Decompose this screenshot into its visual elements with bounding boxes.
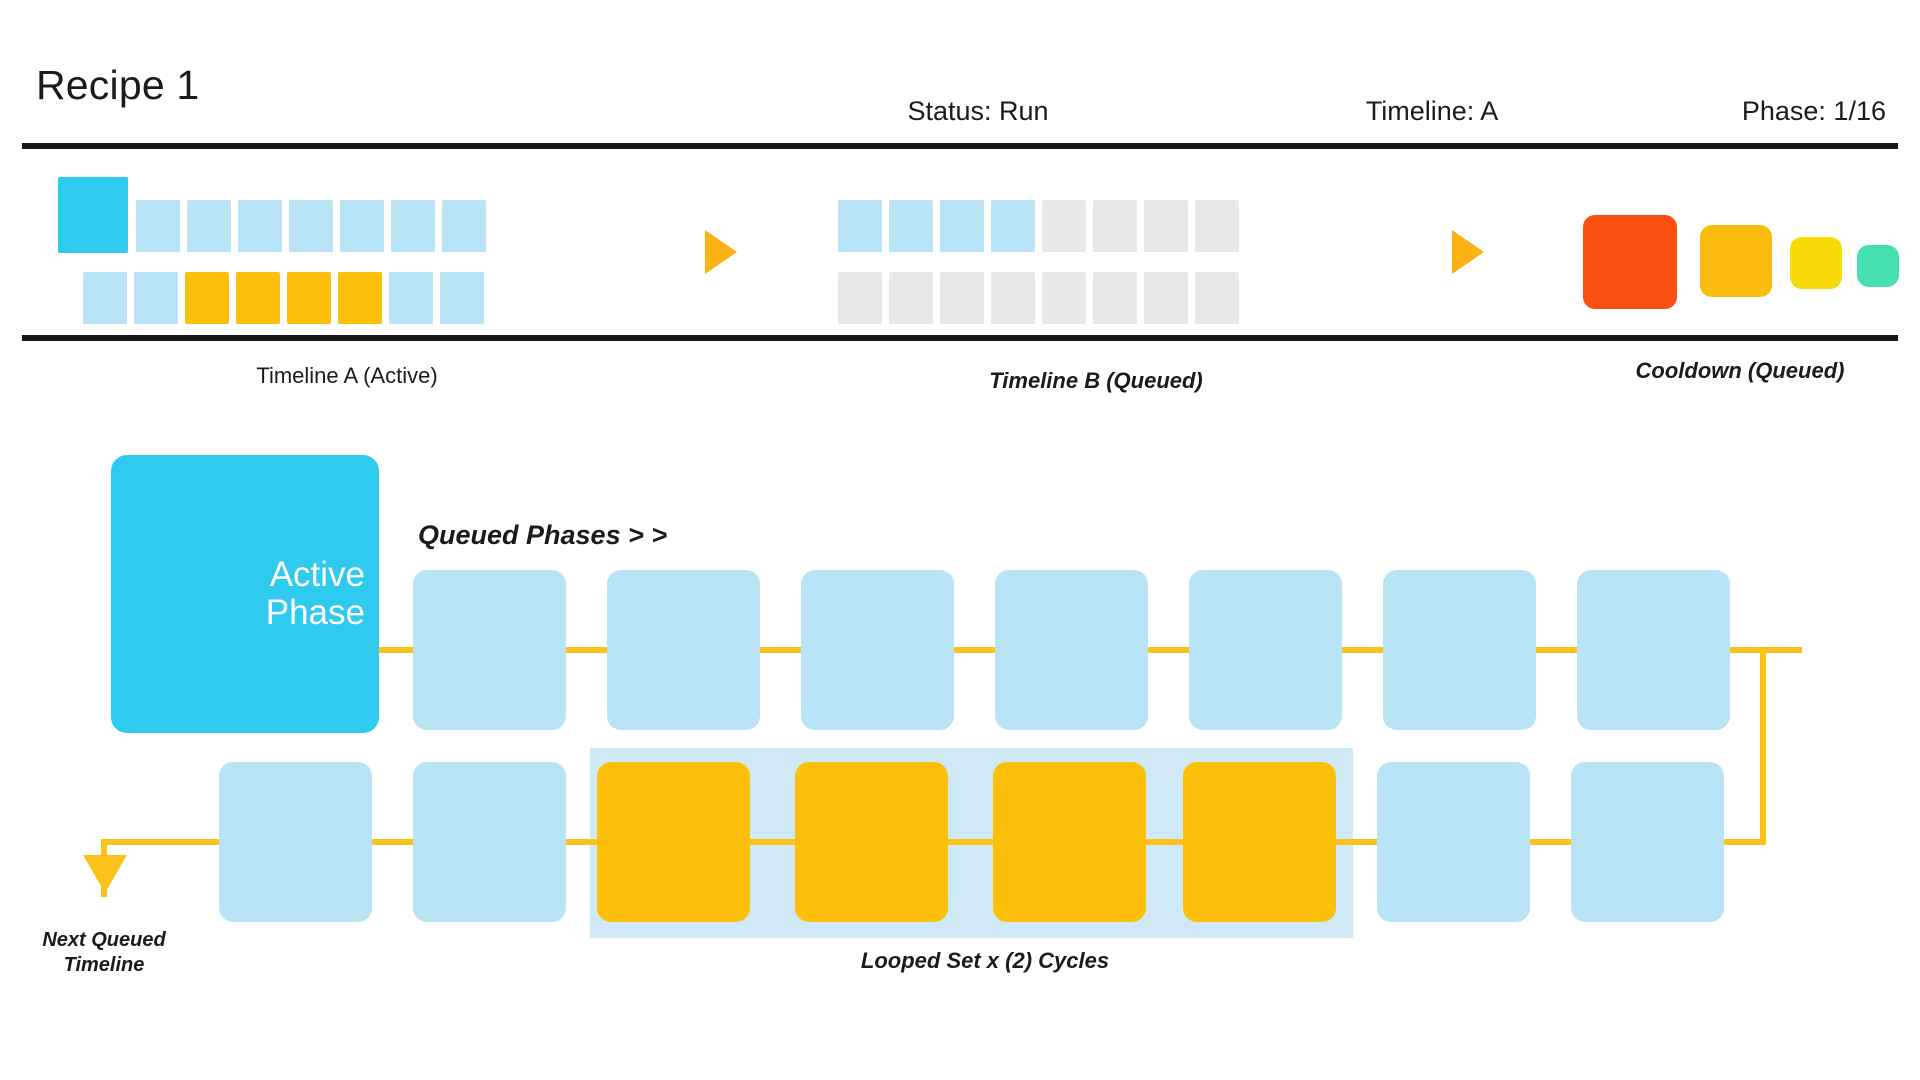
looped-phase-box-6[interactable]	[1183, 762, 1336, 922]
mini-cell-timeline-b-r1-8[interactable]	[1195, 200, 1239, 252]
connector-wrap-left	[1724, 839, 1766, 845]
mini-cell-timeline-a-r2-1[interactable]	[83, 272, 127, 324]
mini-cell-timeline-b-r2-7[interactable]	[1144, 272, 1188, 324]
queued-phase-box-bottom-8[interactable]	[1571, 762, 1724, 922]
page-title: Recipe 1	[36, 62, 200, 108]
cooldown-block-cool[interactable]	[1790, 237, 1842, 289]
mini-cell-timeline-b-r2-8[interactable]	[1195, 272, 1239, 324]
strip-label-timeline-a: Timeline A (Active)	[256, 363, 438, 388]
connector-segment	[566, 839, 597, 845]
mini-cell-timeline-a-r1-1[interactable]	[58, 177, 128, 253]
next-queued-timeline-line2: Timeline	[63, 954, 145, 976]
connector-segment	[372, 839, 413, 845]
queued-phase-box-bottom-7[interactable]	[1377, 762, 1530, 922]
queued-phase-box-top-1[interactable]	[413, 570, 566, 730]
active-timeline-badge: Timeline: A	[1365, 96, 1499, 126]
mini-cell-timeline-b-r1-4[interactable]	[991, 200, 1035, 252]
connector-segment	[1530, 839, 1571, 845]
queued-phase-box-top-2[interactable]	[607, 570, 760, 730]
mini-cell-timeline-a-r1-5[interactable]	[289, 200, 333, 252]
mini-cell-timeline-b-r1-7[interactable]	[1144, 200, 1188, 252]
active-phase-label-line1: Active	[269, 555, 365, 595]
mini-cell-timeline-a-r2-6[interactable]	[338, 272, 382, 324]
queued-phases-caption: Queued Phases > >	[418, 520, 668, 550]
active-phase-label-line2: Phase	[265, 593, 365, 632]
next-queued-timeline-arrow-icon	[83, 855, 127, 893]
mini-cell-timeline-b-r1-2[interactable]	[889, 200, 933, 252]
divider-bottom	[22, 335, 1898, 341]
mini-cell-timeline-b-r2-5[interactable]	[1042, 272, 1086, 324]
mini-cell-timeline-a-r1-8[interactable]	[442, 200, 486, 252]
queued-phase-box-bottom-1[interactable]	[219, 762, 372, 922]
mini-cell-timeline-a-r1-6[interactable]	[340, 200, 384, 252]
mini-cell-timeline-b-r2-1[interactable]	[838, 272, 882, 324]
phase-counter-badge: Phase: 1/16	[1741, 96, 1886, 126]
next-queued-timeline-caption: Next Queued Timeline	[42, 928, 165, 978]
queued-phase-box-top-4[interactable]	[995, 570, 1148, 730]
mini-cell-timeline-a-r2-7[interactable]	[389, 272, 433, 324]
mini-cell-timeline-a-r1-3[interactable]	[187, 200, 231, 252]
mini-cell-timeline-a-r2-3[interactable]	[185, 272, 229, 324]
play-arrow-2-icon	[1452, 230, 1484, 274]
mini-cell-timeline-a-r2-2[interactable]	[134, 272, 178, 324]
looped-phase-box-4[interactable]	[795, 762, 948, 922]
mini-cell-timeline-b-r2-4[interactable]	[991, 272, 1035, 324]
next-queued-timeline-line1: Next Queued	[42, 929, 166, 951]
mini-cell-timeline-b-r1-6[interactable]	[1093, 200, 1137, 252]
connector-segment	[379, 647, 413, 653]
connector-segment	[954, 647, 995, 653]
mini-cell-timeline-a-r1-4[interactable]	[238, 200, 282, 252]
mini-cell-timeline-b-r2-2[interactable]	[889, 272, 933, 324]
connector-wrap-right	[1730, 647, 1802, 653]
connector-segment	[104, 839, 219, 845]
mini-cell-timeline-b-r2-3[interactable]	[940, 272, 984, 324]
connector-segment	[1336, 839, 1377, 845]
cooldown-block-cold[interactable]	[1857, 245, 1899, 287]
connector-segment	[1146, 839, 1183, 845]
connector-wrap-down	[1760, 647, 1766, 845]
looped-set-caption: Looped Set x (2) Cycles	[860, 948, 1110, 973]
mini-cell-timeline-b-r1-3[interactable]	[940, 200, 984, 252]
mini-cell-timeline-a-r1-2[interactable]	[136, 200, 180, 252]
queued-phase-box-bottom-2[interactable]	[413, 762, 566, 922]
mini-cell-timeline-a-r2-8[interactable]	[440, 272, 484, 324]
active-phase-box[interactable]: Active Phase	[111, 455, 379, 733]
cooldown-block-hot[interactable]	[1583, 215, 1677, 309]
mini-cell-timeline-b-r2-6[interactable]	[1093, 272, 1137, 324]
mini-cell-timeline-a-r2-5[interactable]	[287, 272, 331, 324]
connector-segment	[1342, 647, 1383, 653]
looped-phase-box-3[interactable]	[597, 762, 750, 922]
connector-segment	[750, 839, 795, 845]
queued-phase-box-top-5[interactable]	[1189, 570, 1342, 730]
connector-segment	[1148, 647, 1189, 653]
connector-segment	[760, 647, 801, 653]
strip-label-cooldown: Cooldown (Queued)	[1635, 358, 1845, 383]
mini-cell-timeline-b-r1-5[interactable]	[1042, 200, 1086, 252]
queued-phase-box-top-3[interactable]	[801, 570, 954, 730]
divider-top	[22, 143, 1898, 149]
mini-cell-timeline-a-r2-4[interactable]	[236, 272, 280, 324]
cooldown-block-warm[interactable]	[1700, 225, 1772, 297]
connector-segment	[1536, 647, 1577, 653]
connector-segment	[566, 647, 607, 653]
mini-cell-timeline-a-r1-7[interactable]	[391, 200, 435, 252]
status-badge: Status: Run	[907, 96, 1049, 126]
queued-phase-box-top-6[interactable]	[1383, 570, 1536, 730]
strip-label-timeline-b: Timeline B (Queued)	[989, 368, 1203, 393]
mini-cell-timeline-b-r1-1[interactable]	[838, 200, 882, 252]
connector-segment	[948, 839, 993, 845]
play-arrow-1-icon	[705, 230, 737, 274]
queued-phase-box-top-7[interactable]	[1577, 570, 1730, 730]
looped-phase-box-5[interactable]	[993, 762, 1146, 922]
